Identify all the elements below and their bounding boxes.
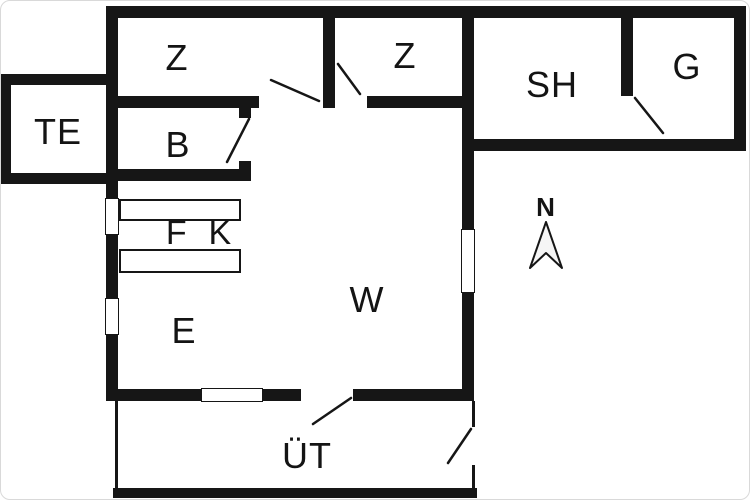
door-swing-ut-right <box>446 427 473 465</box>
wall-z-divider <box>323 6 335 108</box>
wall-sh-g-divider <box>621 6 633 96</box>
wall-te-bottom <box>1 173 118 184</box>
door-swing-z2 <box>336 62 362 96</box>
wall-ext-bottom <box>474 139 746 151</box>
door-swing-ut-main <box>311 396 353 426</box>
wall-ut-bottom <box>113 488 477 498</box>
window-bottom <box>201 388 263 402</box>
wall-main-bottom-3 <box>353 389 474 401</box>
room-label-z2: Z <box>393 35 417 76</box>
wall-main-bottom-2 <box>263 389 301 401</box>
wall-te-left <box>1 74 11 184</box>
line-ut-left <box>115 401 118 488</box>
north-arrow-icon <box>529 221 563 269</box>
window-right <box>461 229 475 293</box>
kitchen-counter-lower <box>119 249 241 273</box>
room-label-sh: SH <box>525 64 579 105</box>
door-swing-z1 <box>269 78 321 103</box>
door-swing-sh-g <box>633 96 665 135</box>
wall-top <box>106 6 746 18</box>
room-label-fk: F K <box>165 214 233 252</box>
compass-label-n: N <box>536 192 556 222</box>
wall-z1-bottom <box>106 96 259 108</box>
room-label-ut: ÜT <box>282 435 332 476</box>
room-label-b: B <box>165 124 191 165</box>
kitchen-counter-upper <box>119 199 241 221</box>
line-ut-right-upper <box>472 401 475 427</box>
room-label-z1: Z <box>165 37 189 78</box>
room-label-g: G <box>672 46 702 87</box>
room-label-e: E <box>171 310 197 351</box>
wall-ext-right <box>734 6 746 151</box>
room-label-te: TE <box>33 111 83 152</box>
wall-z2-bottom <box>367 96 474 108</box>
room-label-w: W <box>349 279 385 320</box>
wall-te-top <box>1 74 118 85</box>
wall-main-right <box>462 6 474 401</box>
wall-b-bottom <box>106 169 251 181</box>
door-swing-b <box>225 117 251 164</box>
window-left-2 <box>105 298 119 335</box>
wall-b-right-upper <box>239 96 251 118</box>
wall-main-bottom-1 <box>106 389 201 401</box>
line-ut-right-lower <box>472 465 475 488</box>
window-left-1 <box>105 198 119 235</box>
